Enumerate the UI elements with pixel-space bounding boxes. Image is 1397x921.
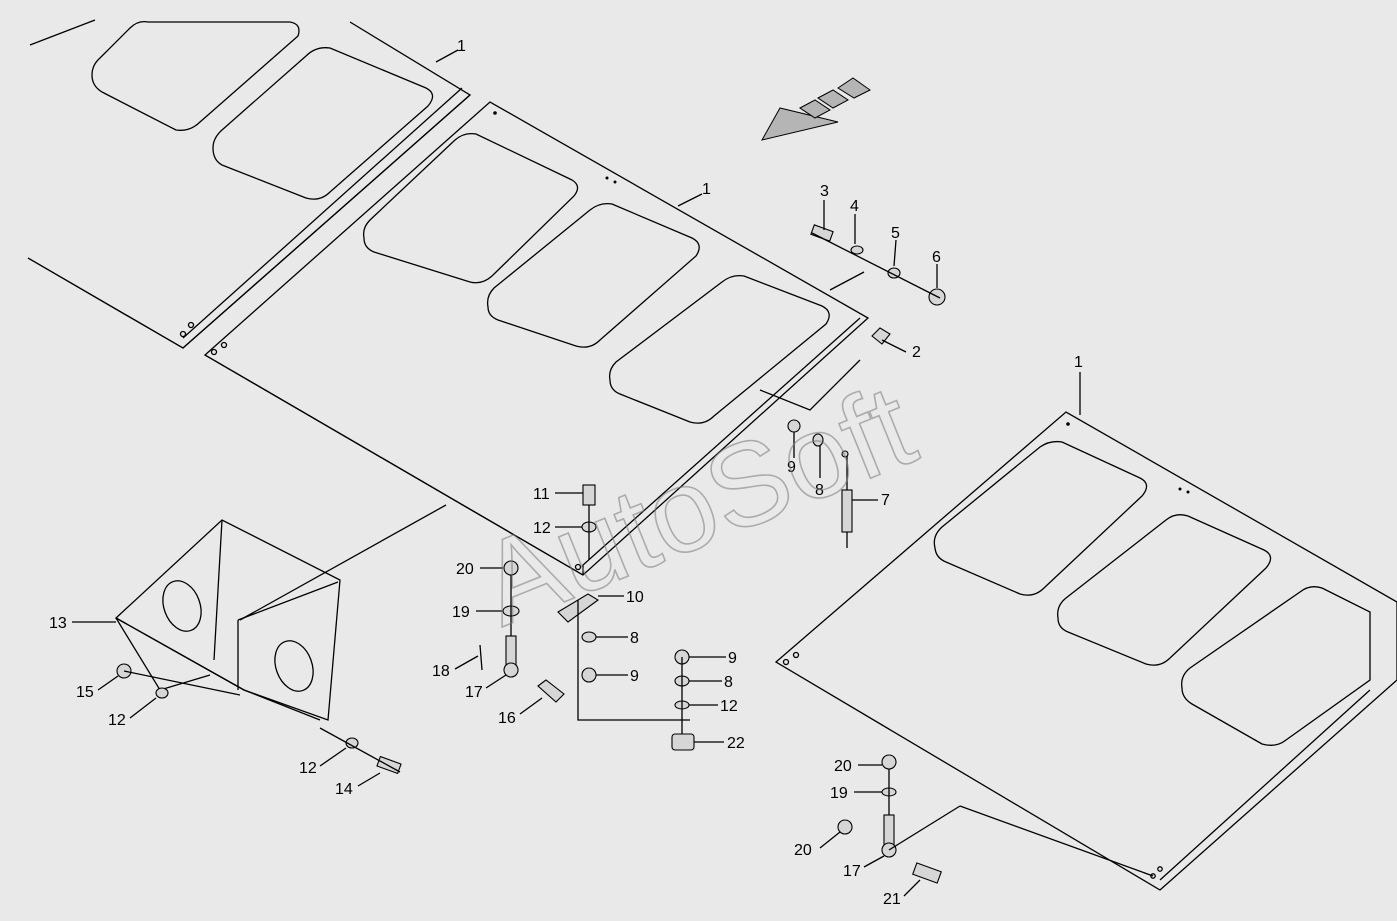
callout-12: 12: [720, 698, 738, 715]
callout-9: 9: [630, 668, 639, 685]
callout-8: 8: [815, 482, 824, 499]
hardware-parts: [116, 224, 1154, 884]
callout-15: 15: [76, 684, 94, 701]
callout-12: 12: [108, 712, 126, 729]
callout-1: 1: [702, 181, 711, 198]
callout-10: 10: [626, 589, 644, 606]
callout-13: 13: [49, 615, 67, 632]
bracket-part-13: [114, 519, 341, 721]
callout-17: 17: [843, 863, 861, 880]
callout-22: 22: [727, 735, 745, 752]
callout-21: 21: [883, 891, 901, 908]
callout-5: 5: [891, 225, 900, 242]
callout-16: 16: [498, 710, 516, 727]
callout-18: 18: [432, 663, 450, 680]
callout-12: 12: [299, 760, 317, 777]
leader-lines: [72, 49, 1081, 897]
callout-20: 20: [456, 561, 474, 578]
callout-20: 20: [834, 758, 852, 775]
callout-2: 2: [912, 344, 921, 361]
panel-top-left: [27, 19, 472, 349]
callout-8: 8: [630, 630, 639, 647]
callout-3: 3: [820, 183, 829, 200]
callout-1: 1: [1074, 354, 1083, 371]
callout-labels: 1 1 1 2 3 4 5 6 7 8 8 8 9 9 9 10 11 12 1…: [49, 38, 1083, 908]
callout-6: 6: [932, 249, 941, 266]
callout-19: 19: [830, 785, 848, 802]
panel-middle: [203, 101, 870, 576]
callout-17: 17: [465, 684, 483, 701]
callout-20: 20: [794, 842, 812, 859]
callout-4: 4: [850, 198, 859, 215]
direction-arrow-icon: [761, 77, 871, 141]
callout-1: 1: [457, 38, 466, 55]
callout-12: 12: [533, 520, 551, 537]
panel-right: [774, 411, 1397, 891]
callout-8: 8: [724, 674, 733, 691]
callout-14: 14: [335, 781, 353, 798]
callout-7: 7: [881, 492, 890, 509]
callout-11: 11: [533, 486, 550, 503]
callout-9: 9: [787, 459, 796, 476]
callout-9: 9: [728, 650, 737, 667]
callout-19: 19: [452, 604, 470, 621]
